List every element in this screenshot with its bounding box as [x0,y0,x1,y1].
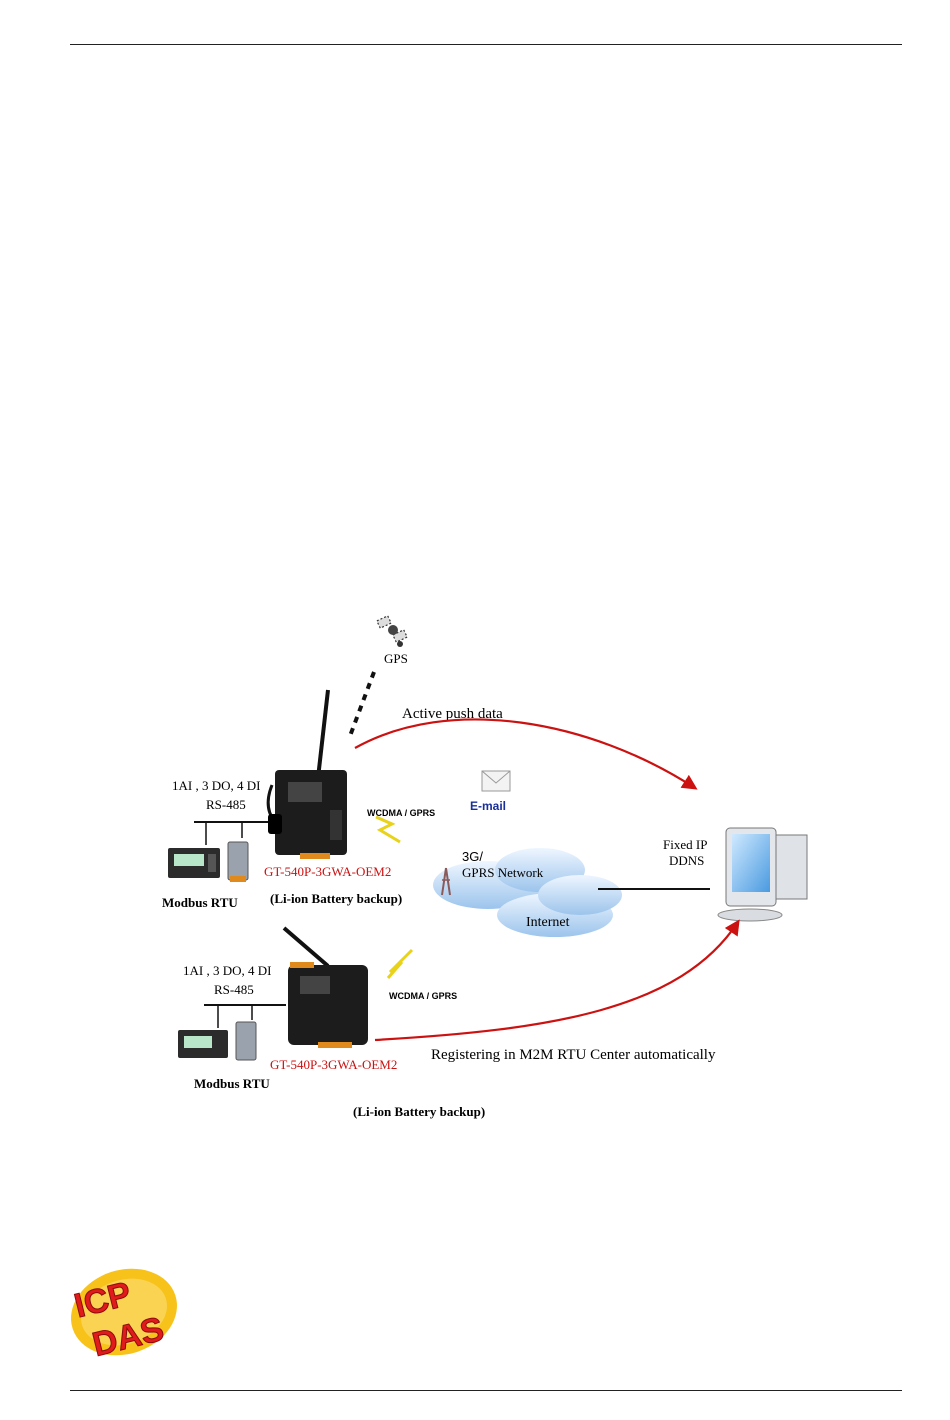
gps-signal-line [350,672,374,736]
satellite-icon [377,616,407,647]
meter-icon-bottom [178,1030,228,1058]
header-rule [70,44,902,45]
battery-label-bottom: (Li-ion Battery backup) [353,1104,485,1119]
network-label-line2: GPRS Network [462,865,544,880]
modbus-label-bottom: Modbus RTU [194,1076,270,1091]
wireless-signal-icon-bottom [388,950,412,978]
registering-arrow [375,922,738,1040]
active-push-arrow [355,719,695,788]
model-label-bottom: GT-540P-3GWA-OEM2 [270,1057,397,1072]
io-module-icon-bottom [236,1022,256,1060]
battery-label-top: (Li-ion Battery backup) [270,891,402,906]
computer-icon [718,828,807,921]
email-label: E-mail [470,799,506,813]
envelope-icon [482,771,510,791]
icpdas-logo: ICP DAS [68,1266,180,1358]
wcdma-label-bottom: WCDMA / GPRS [389,991,457,1001]
meter-icon [168,848,220,878]
wcdma-label-top: WCDMA / GPRS [367,808,435,818]
footer-rule [70,1390,902,1391]
gateway-device-icon-bottom [284,928,368,1048]
gps-label: GPS [384,651,408,666]
fixed-ip-label: Fixed IP [663,837,707,852]
io-label-top: 1AI , 3 DO, 4 DI [172,778,260,793]
ddns-label: DDNS [669,853,704,868]
network-diagram: GPS Active push data 1AI , 3 DO, 4 DI RS… [150,610,830,1130]
gateway-device-icon-top [268,690,347,859]
wireless-signal-icon-top [376,817,400,842]
internet-label: Internet [526,915,570,930]
model-label-top: GT-540P-3GWA-OEM2 [264,864,391,879]
io-module-icon [228,842,248,882]
registering-label: Registering in M2M RTU Center automatica… [431,1047,716,1063]
network-label-line1: 3G/ [462,849,483,864]
io-label-bottom: 1AI , 3 DO, 4 DI [183,963,271,978]
rs485-label-top: RS-485 [206,797,246,812]
rs485-label-bottom: RS-485 [214,982,254,997]
modbus-label-top: Modbus RTU [162,895,238,910]
